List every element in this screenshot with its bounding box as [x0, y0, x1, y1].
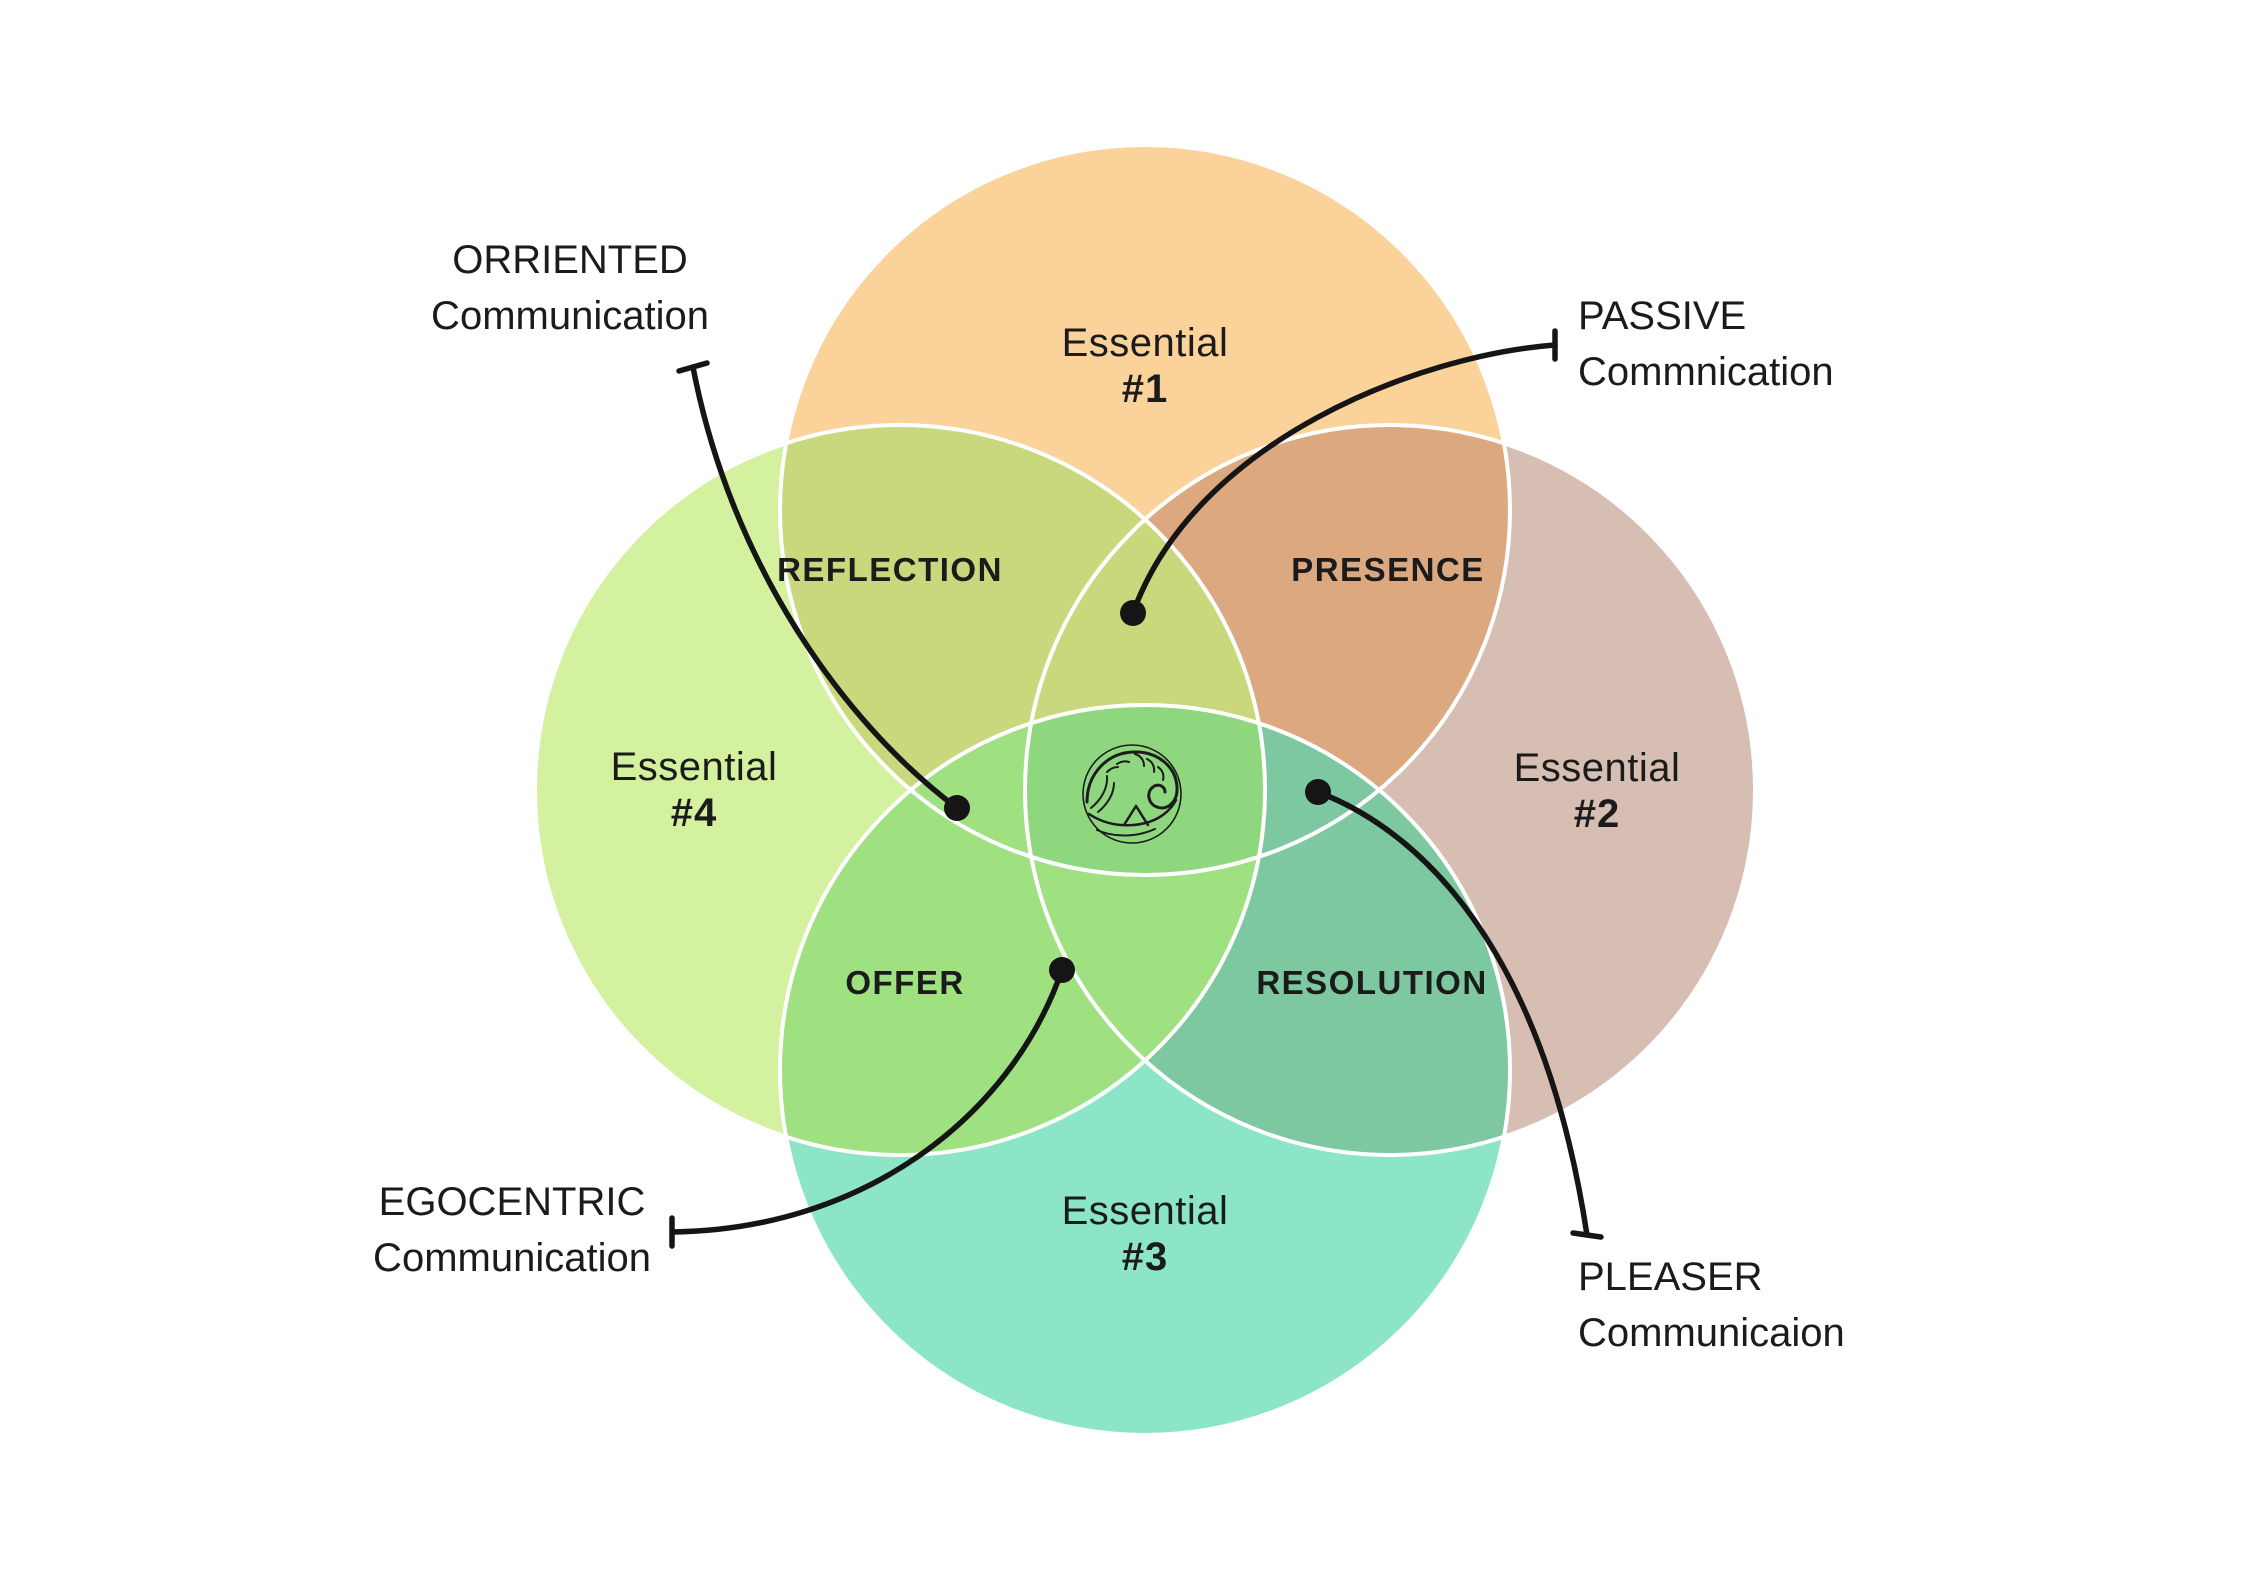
essential-2-word: Essential: [1513, 746, 1681, 790]
egocentric-leader-dot: [1049, 957, 1075, 983]
essential-3-number: #3: [1121, 1235, 1169, 1279]
callout-passive-line2: Commnication: [1578, 350, 1834, 394]
essential-4-number: #4: [670, 791, 718, 835]
label-essential-4: Essential #4: [611, 744, 778, 836]
label-essential-2: Essential #2: [1514, 745, 1681, 837]
label-presence: PRESENCE: [1291, 551, 1485, 588]
callout-egocentric-line2: Communication: [373, 1236, 651, 1280]
label-resolution: RESOLUTION: [1256, 964, 1488, 1001]
passive-leader-curve: [1130, 342, 1558, 616]
egocentric-leader-line: [669, 957, 1075, 1249]
essential-4-word: Essential: [610, 745, 778, 789]
passive-leader-dot: [1120, 600, 1146, 626]
wave-left-swell: [1090, 775, 1115, 813]
callout-pleaser: PLEASER Communicaion: [1578, 1249, 1845, 1361]
wave-mountain: [1122, 804, 1150, 827]
callout-pleaser-line1: PLEASER: [1578, 1255, 1763, 1299]
label-reflection: REFLECTION: [777, 551, 1003, 588]
callout-orriented: ORRIENTED Communication: [431, 232, 709, 344]
label-essential-3: Essential #3: [1062, 1188, 1229, 1280]
pleaser-leader-dot: [1305, 779, 1331, 805]
wave-foam-claws: [1134, 753, 1165, 781]
callout-orriented-line2: Communication: [431, 294, 709, 338]
callout-orriented-line1: ORRIENTED: [452, 238, 688, 282]
wave-foam-detail: [1106, 760, 1130, 773]
pleaser-leader-line: [1305, 779, 1604, 1240]
wave-outline-circle: [1082, 744, 1182, 844]
wave-base-line: [1087, 798, 1178, 827]
great-wave-icon: [1082, 744, 1182, 844]
orriented-leader-curve: [690, 364, 960, 811]
orriented-leader-endbar: [676, 360, 710, 374]
orriented-leader-line: [676, 360, 970, 821]
callout-passive-line1: PASSIVE: [1578, 294, 1747, 338]
circle-essential-1-outline: [778, 143, 1512, 877]
circle-essential-2-outline: [1023, 423, 1757, 1157]
wave-base-line-2: [1096, 828, 1156, 837]
label-offer: OFFER: [845, 964, 965, 1001]
callout-pleaser-line2: Communicaion: [1578, 1311, 1845, 1355]
orriented-leader-dot: [944, 795, 970, 821]
essential-1-word: Essential: [1061, 321, 1229, 365]
pleaser-leader-curve: [1315, 789, 1590, 1238]
wave-crest-curl: [1085, 750, 1179, 810]
passive-leader-line: [1120, 328, 1558, 626]
essential-3-word: Essential: [1061, 1189, 1229, 1233]
essential-1-number: #1: [1121, 367, 1169, 411]
circle-essential-3-outline: [778, 703, 1512, 1437]
circle-essential-4-outline: [533, 423, 1267, 1157]
callout-egocentric: EGOCENTRIC Communication: [373, 1174, 651, 1286]
label-essential-1: Essential #1: [1062, 320, 1229, 412]
essential-2-number: #2: [1573, 792, 1621, 836]
circle-outlines: [533, 143, 1757, 1437]
egocentric-leader-curve: [669, 967, 1065, 1235]
pleaser-leader-endbar: [1570, 1230, 1604, 1240]
callout-passive: PASSIVE Commnication: [1578, 288, 1834, 400]
callout-egocentric-line1: EGOCENTRIC: [378, 1180, 646, 1224]
